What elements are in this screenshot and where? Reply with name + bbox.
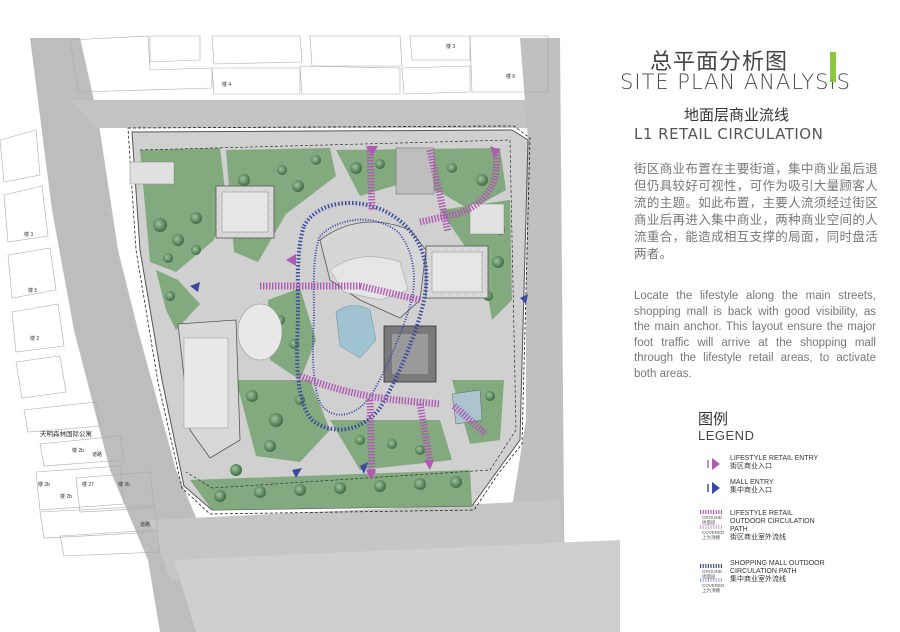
legend-lifestyle-ground-en: GROUND <box>702 515 722 520</box>
legend-lifestyle-ground: GROUND 地面层 <box>702 515 722 525</box>
legend-mall-path: SHOPPING MALL OUTDOOR CIRCULATION PATH 集… <box>730 560 830 584</box>
legend-symbols <box>700 458 722 582</box>
surrounding-buildings <box>0 35 549 557</box>
building-label-5: 楼 2b <box>60 493 72 500</box>
building-label-11: 楼 2 <box>30 335 39 342</box>
neighborhood-label: 天明森林国际公寓 <box>40 429 92 438</box>
page-title-cn: 总平面分析图 <box>650 50 789 75</box>
legend-mall-ground: GROUND 地面层 <box>702 569 722 579</box>
legend-title-cn: 图例 <box>698 410 729 428</box>
site-buildings <box>129 147 505 459</box>
building-label-9: 楼 3 <box>24 231 33 238</box>
accent-bar <box>830 52 836 82</box>
info-panel: 总平面分析图 SITE PLAN ANALYSIS 地面层商业流线 L1 RET… <box>620 0 900 632</box>
roads <box>30 38 620 632</box>
site-plan-map: 天明森林国际公寓 楼 2b 楼 2b 楼 27 楼 2b 楼 2b 楼 4 楼 … <box>0 35 620 632</box>
building-label-3: 楼 27 <box>82 481 94 488</box>
site-dashed-line <box>139 139 517 489</box>
building-label-7: 楼 3 <box>446 43 455 50</box>
lifestyle-circulation-path <box>260 147 501 475</box>
building-label-8: 楼 6 <box>506 73 515 80</box>
building-label-4: 楼 2b <box>118 481 130 488</box>
building-label-10: 楼 5 <box>28 287 37 294</box>
legend-lifestyle-entry: LIFESTYLE RETAIL ENTRY 街区商业入口 <box>730 455 818 471</box>
subtitle-en: L1 RETAIL CIRCULATION <box>634 125 824 143</box>
legend-mall-ground-en: GROUND <box>702 569 722 574</box>
description-cn: 街区商业布置在主要街道，集中商业虽后退但仍具较好可视性，可作为吸引大量顾客人流的… <box>634 161 878 261</box>
legend-lifestyle-entry-cn: 街区商业入口 <box>730 463 772 470</box>
description-en: Locate the lifestyle along the main stre… <box>634 290 876 380</box>
legend-lifestyle-path-en: LIFESTYLE RETAIL OUTDOOR CIRCULATION PAT… <box>730 510 815 533</box>
subtitle-cn: 地面层商业流线 <box>684 106 790 124</box>
legend-mall-entry: MALL ENTRY 集中商业入口 <box>730 479 774 495</box>
legend-lifestyle-covered-cn: 上为顶棚 <box>702 535 720 540</box>
legend-mall-entry-cn: 集中商业入口 <box>730 487 772 494</box>
legend-lifestyle-ground-cn: 地面层 <box>702 520 716 525</box>
legend-mall-covered-cn: 上为顶棚 <box>702 588 720 593</box>
building-label-6: 楼 4 <box>222 81 231 88</box>
legend-mall-covered: COVERED 上为顶棚 <box>702 583 724 593</box>
building-label-1: 楼 2b <box>72 447 84 454</box>
legend-lifestyle-covered: COVERED 上为顶棚 <box>702 530 724 540</box>
entry-arrows <box>190 146 528 480</box>
mall-entry-icon <box>712 482 720 494</box>
legend-lifestyle-covered-en: COVERED <box>702 530 725 535</box>
road-bottom-label: 道路 <box>140 521 150 528</box>
building-label-2: 楼 2b <box>38 481 50 488</box>
legend-lifestyle-path: LIFESTYLE RETAIL OUTDOOR CIRCULATION PAT… <box>730 510 830 542</box>
legend-mall-entry-en: MALL ENTRY <box>730 479 774 486</box>
legend-mall-ground-cn: 地面层 <box>702 574 716 579</box>
legend-mall-path-en: SHOPPING MALL OUTDOOR CIRCULATION PATH <box>730 560 825 575</box>
lifestyle-entry-icon <box>712 458 720 470</box>
legend-lifestyle-entry-en: LIFESTYLE RETAIL ENTRY <box>730 455 819 462</box>
legend-mall-covered-en: COVERED <box>702 583 725 588</box>
mall-circulation-path <box>295 201 429 432</box>
page-title-en: SITE PLAN ANALYSIS <box>620 70 851 94</box>
legend-lifestyle-path-cn: 街区商业室外流线 <box>730 534 786 541</box>
legend-mall-path-cn: 集中商业室外流线 <box>730 576 786 583</box>
road-left-label: 道路 <box>92 451 102 458</box>
map-labels: 天明森林国际公寓 楼 2b 楼 2b 楼 27 楼 2b 楼 2b 楼 4 楼 … <box>24 43 515 528</box>
legend-title-en: LEGEND <box>698 428 755 443</box>
